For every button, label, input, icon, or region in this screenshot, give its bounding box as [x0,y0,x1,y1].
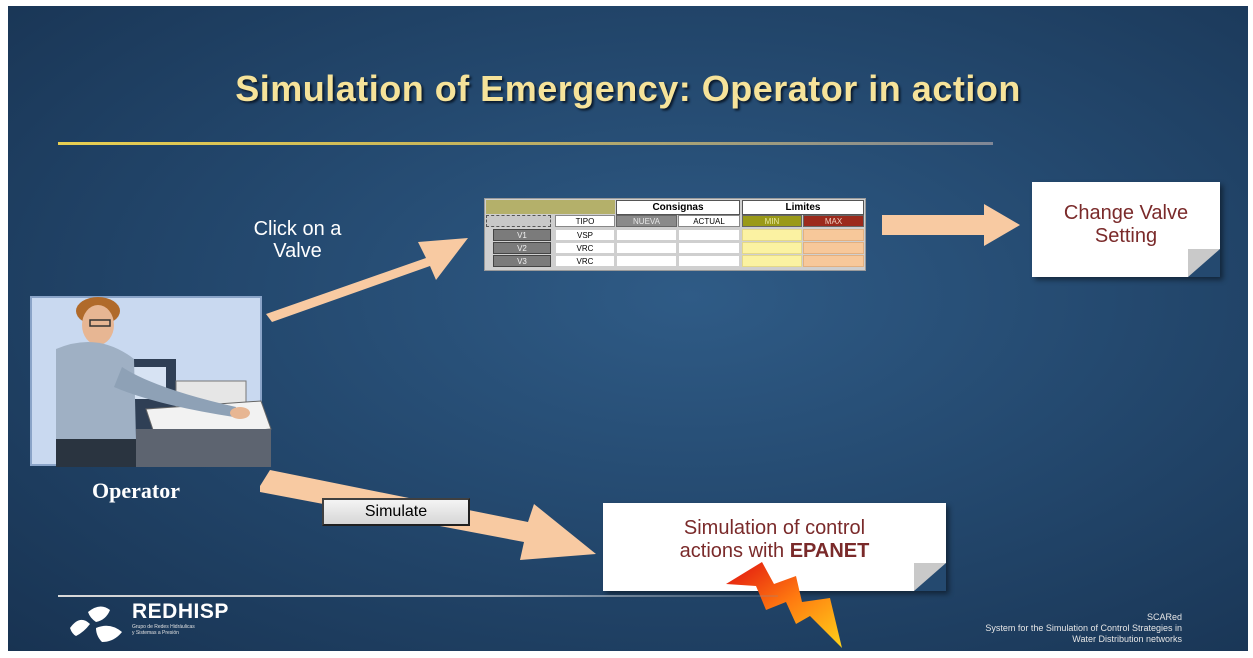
table-corner [486,200,615,214]
click-label-line1: Click on a [253,218,342,240]
click-label-line2: Valve [273,240,322,262]
valve-row-min [742,242,802,254]
simulate-button[interactable]: Simulate [322,498,470,526]
change-valve-line2: Setting [1094,225,1158,247]
valve-row-nueva[interactable] [616,229,677,241]
page-curl [914,563,946,591]
valve-row-tipo: VRC [555,255,615,267]
logo-sub-line1: Grupo de Redes Hidráulicas [132,624,195,630]
change-valve-line1: Change Valve [1063,202,1189,224]
logo-subtitle: Grupo de Redes Hidráulicas y Sistemas a … [132,624,262,636]
redhisp-logo-icon [70,606,122,642]
col-tipo: TIPO [555,215,615,227]
valve-row-tipo: VRC [555,242,615,254]
slide-title: Simulation of Emergency: Operator in act… [235,68,1021,109]
valve-row-name[interactable]: V3 [493,255,551,267]
valve-row-tipo: VSP [555,229,615,241]
logo-name: REDHISP [132,600,229,623]
valve-table[interactable]: Consignas Limites TIPO NUEVA ACTUAL MIN … [484,198,866,271]
valve-row-max [803,242,864,254]
arrow-to-change-valve [882,204,1020,246]
valve-row-min [742,255,802,267]
simulation-line2-prefix: actions with [679,540,790,562]
project-line1: System for the Simulation of Control Str… [985,623,1182,633]
valve-row-actual [678,255,740,267]
valve-row-min [742,229,802,241]
valve-row-name[interactable]: V2 [493,242,551,254]
valve-row-nueva[interactable] [616,242,677,254]
header-consignas: Consignas [616,200,740,215]
valve-row-actual [678,242,740,254]
col-max: MAX [803,215,864,227]
footer-divider [58,595,778,597]
project-name: SCARed [1146,612,1182,622]
col-nueva: NUEVA [616,215,677,227]
valve-row-max [803,255,864,267]
operator-label: Operator [92,478,180,503]
project-credit: SCARed System for the Simulation of Cont… [985,612,1182,645]
col-actual: ACTUAL [678,215,740,227]
page-curl [1188,249,1220,277]
operator-illustration [30,296,272,467]
valve-row-max [803,229,864,241]
arrow-to-table [266,238,468,322]
click-valve-label: Click on a Valve [230,218,365,262]
redhisp-logo: REDHISP Grupo de Redes Hidráulicas y Sis… [66,600,266,647]
valve-row-nueva[interactable] [616,255,677,267]
simulation-note: Simulation of control actions with EPANE… [603,503,946,591]
title-divider [58,142,993,145]
simulation-line2: actions with EPANET [603,540,946,563]
header-limites: Limites [742,200,864,215]
valve-row-actual [678,229,740,241]
change-valve-note: Change Valve Setting [1032,182,1220,277]
lightning-bolt-icon [726,562,842,648]
simulation-line1: Simulation of control [683,517,866,539]
epanet-label: EPANET [789,540,870,562]
col-min: MIN [742,215,802,227]
logo-sub-line2: y Sistemas a Presión [132,630,179,636]
table-selector-cell [486,215,551,227]
slide: Simulation of Emergency: Operator in act… [8,6,1248,651]
valve-row-name[interactable]: V1 [493,229,551,241]
project-line2: Water Distribution networks [1072,634,1182,644]
